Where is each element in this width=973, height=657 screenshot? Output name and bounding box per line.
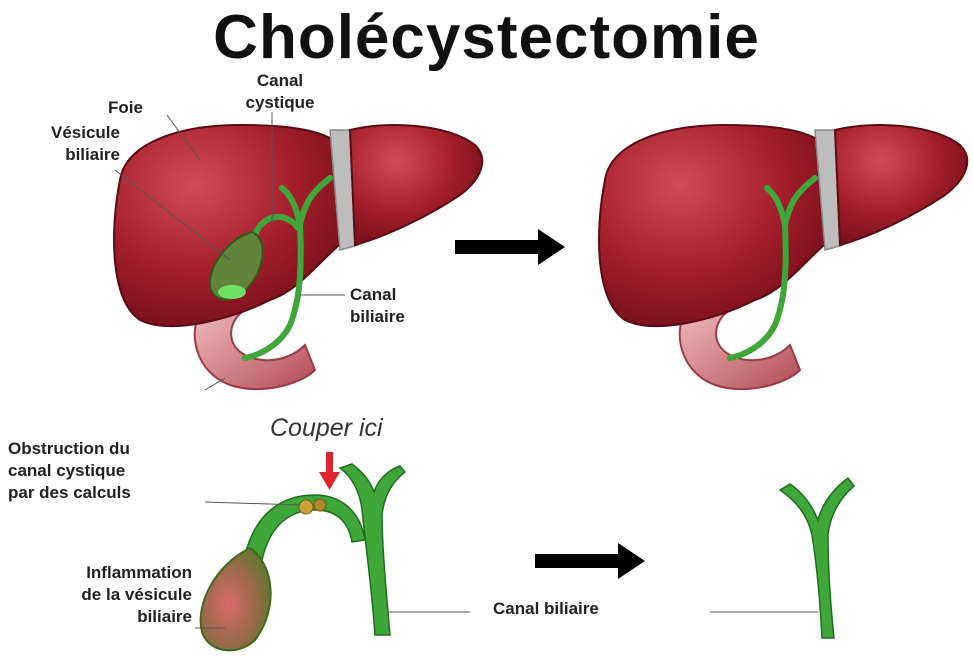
stone-2 [314,499,326,511]
label-vesicule-biliaire: Vésicule biliaire [20,122,120,166]
leader-duodenum [205,378,225,390]
liver-after [599,125,967,389]
arrow-bottom [535,543,645,579]
liver-before [114,112,482,390]
label-foie: Foie [108,97,143,119]
arrow-top [455,229,565,265]
label-couper-ici: Couper ici [270,414,383,443]
label-canal-biliaire-top: Canal biliaire [350,284,405,328]
label-inflammation: Inflammation de la vésicule biliaire [10,562,192,628]
liver-left-lobe-before [350,125,482,245]
gallbladder-fundus-highlight [218,285,246,299]
gallbladder-inflamed [201,548,271,650]
cut-marker-arrow [319,452,340,490]
liver-left-lobe-after [835,125,967,245]
liver-right-lobe-after [599,125,830,326]
closeup-before [195,452,470,650]
closeup-after [710,478,854,638]
stone-1 [299,500,313,514]
bile-duct-y-after [780,478,854,638]
label-canal-biliaire-bottom: Canal biliaire [493,598,599,620]
label-canal-cystique: Canal cystique [232,70,328,114]
label-obstruction: Obstruction du canal cystique par des ca… [8,438,131,504]
bile-duct-y-before [340,464,405,635]
